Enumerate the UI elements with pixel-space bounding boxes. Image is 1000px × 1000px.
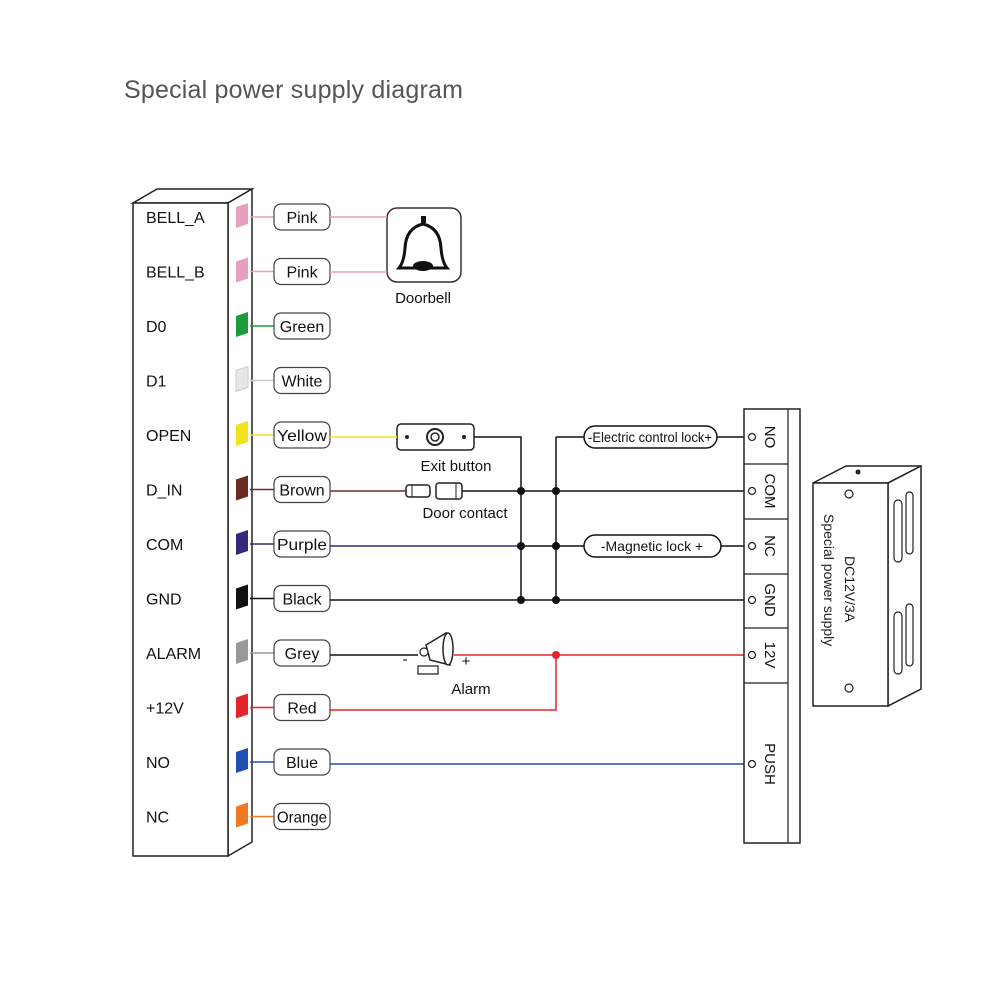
wire-color-swatch (236, 421, 248, 446)
magnetic-lock-label: -Magnetic lock + (601, 538, 703, 554)
wire-color-label: Orange (277, 810, 327, 827)
wire-label-box (273, 802, 331, 831)
terminal-label: +12V (146, 701, 184, 718)
wire-red-12v (330, 655, 557, 711)
terminal-row-open: OPEN Yellow (146, 421, 331, 449)
terminal-label: D_IN (146, 483, 182, 500)
terminal-label: OPEN (146, 428, 191, 445)
controller-body (130, 187, 255, 858)
terminal-row-d1: D1 White (146, 365, 331, 395)
exit-button-device: Exit button (396, 423, 492, 475)
wire-color-label: Red (287, 701, 316, 718)
wire-label-box (273, 748, 331, 776)
ps-terminal-label: GND (761, 583, 778, 617)
terminal-label: NO (146, 755, 170, 772)
svg-text:-: - (403, 651, 408, 668)
page-title: Special power supply diagram (124, 76, 464, 104)
screw-terminal (747, 595, 757, 605)
svg-text:+: + (462, 653, 471, 670)
junctions (517, 487, 560, 659)
door-contact-device: Door contact (405, 482, 508, 522)
wire-color-label: Brown (279, 483, 324, 500)
terminal-row-bell-b: BELL_B Pink (146, 257, 331, 286)
wire-color-label: Green (280, 319, 324, 336)
power-supply-box: DC12V/3A Special power supply (812, 464, 922, 708)
ps-terminal-label: COM (761, 474, 778, 509)
ps-terminal-label: 12V (761, 642, 778, 669)
ps-terminal-label: NO (761, 426, 778, 449)
electric-lock-label: -Electric control lock+ (588, 429, 712, 445)
wire-color-label: Yellow (277, 428, 327, 445)
terminal-row-gnd: GND Black (146, 584, 331, 613)
screw-terminal (747, 759, 757, 769)
door-contact-label: Door contact (422, 505, 508, 522)
terminal-row-com: COM Purple (146, 530, 331, 558)
wire-label-box (273, 639, 331, 667)
wire-color-swatch (236, 693, 248, 719)
wire-label-box (273, 312, 331, 340)
terminal-row--12v: +12V Red (146, 693, 331, 722)
ps-terminal-label: PUSH (761, 743, 778, 785)
wires (330, 216, 752, 765)
alarm-label: Alarm (451, 681, 490, 698)
wire-color-swatch (236, 584, 248, 610)
ps-rating: DC12V/3A (842, 556, 858, 623)
screw-terminal (747, 432, 757, 442)
wire-color-label: Purple (277, 537, 327, 554)
terminal-row-alarm: ALARM Grey (146, 639, 331, 667)
wire-label-box (273, 366, 331, 395)
ps-terminal-label: NC (761, 535, 778, 557)
terminal-row-nc: NC Orange (146, 802, 331, 831)
wire-label-box (273, 693, 331, 722)
doorbell-device: Doorbell (386, 207, 462, 307)
terminal-label: BELL_B (146, 265, 205, 282)
terminal-label: D0 (146, 319, 167, 336)
ps-terminal-strip: NO COM NC GND 12V PUSH (743, 408, 801, 844)
wire-color-swatch (236, 802, 248, 828)
wire-color-swatch (236, 203, 248, 228)
ps-name: Special power supply (821, 514, 837, 646)
wire-color-swatch (236, 312, 248, 337)
wire-color-swatch (236, 748, 248, 773)
magnetic-lock: -Magnetic lock + (583, 534, 722, 558)
terminal-row-d0: D0 Green (146, 312, 331, 340)
terminal-label: ALARM (146, 646, 201, 663)
terminal-label: NC (146, 810, 169, 827)
wire-label-box (273, 584, 331, 613)
screw-terminal (747, 541, 757, 551)
wire-label-box (273, 475, 331, 504)
wire-color-swatch (236, 475, 248, 501)
wire-color-label: Black (282, 592, 322, 609)
wire-color-label: Blue (286, 755, 318, 772)
wire-color-swatch (236, 257, 248, 283)
exit-button-label: Exit button (421, 458, 492, 475)
doorbell-label: Doorbell (395, 290, 451, 307)
wire-color-label: White (282, 374, 323, 391)
screw-terminal (747, 650, 757, 660)
wire-color-swatch (236, 639, 248, 664)
terminal-row-no: NO Blue (146, 748, 331, 776)
wire-color-swatch (236, 530, 248, 555)
wire-color-label: Pink (286, 210, 318, 227)
wire-color-swatch (235, 365, 249, 393)
wire-label-box (273, 421, 331, 449)
alarm-device: - + Alarm (403, 631, 491, 698)
terminal-label: GND (146, 592, 182, 609)
bell-icon (395, 222, 451, 270)
electric-lock: -Electric control lock+ (583, 425, 718, 449)
wire-color-label: Pink (286, 265, 318, 282)
wire-label-box (273, 530, 331, 558)
screw-terminal (747, 486, 757, 496)
wire-color-label: Grey (285, 646, 320, 663)
terminal-label: COM (146, 537, 183, 554)
terminal-row-bell-a: BELL_A Pink (146, 203, 331, 231)
terminal-label: BELL_A (146, 210, 205, 227)
terminal-label: D1 (146, 374, 167, 391)
terminal-row-d-in: D_IN Brown (146, 475, 331, 504)
